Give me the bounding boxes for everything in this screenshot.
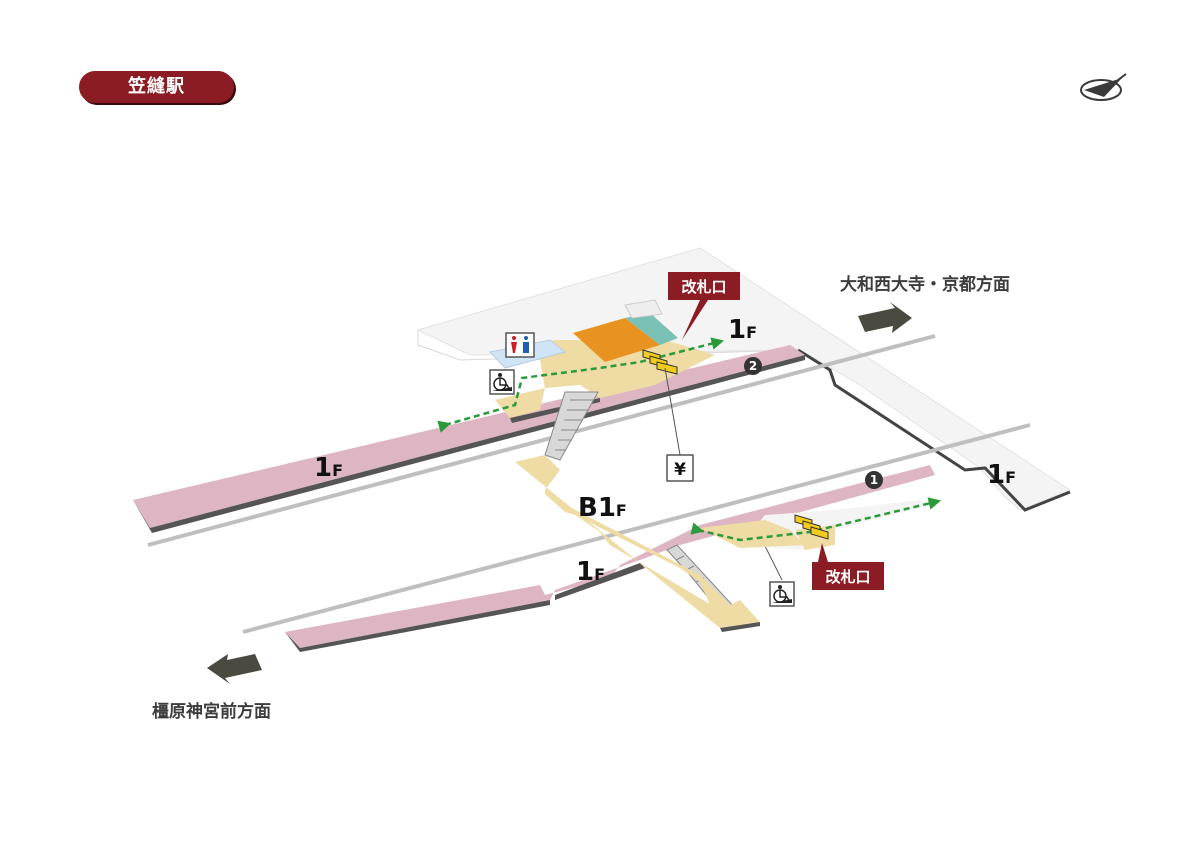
- ticket-machine-icon: ¥: [666, 454, 694, 482]
- ticket-gates-south: [794, 514, 829, 540]
- floor-label-far-right: 1F: [987, 460, 1016, 490]
- direction-north-label: 大和西大寺・京都方面: [840, 275, 1010, 295]
- arrow-icon: [858, 302, 912, 333]
- arrow-icon: [207, 654, 262, 684]
- direction-south-label: 橿原神宮前方面: [152, 702, 271, 722]
- floor-suffix: F: [746, 323, 757, 342]
- rail-tracks: [147, 334, 1031, 634]
- wheelchair-icon: [769, 581, 795, 607]
- floor-num: 1: [314, 453, 332, 483]
- floor-label-upper-right: 1F: [728, 315, 757, 345]
- exit-2-badge: 2: [744, 357, 762, 375]
- yen-symbol: ¥: [674, 460, 686, 480]
- floor-num: B1: [578, 493, 616, 523]
- floor-suffix: F: [332, 461, 343, 480]
- ticket-gates-north: [642, 349, 678, 375]
- station-name-badge: 笠縫駅: [79, 71, 234, 103]
- stairs: [544, 391, 736, 613]
- exit-1-badge: 1: [865, 471, 883, 489]
- exit-2-number: 2: [749, 359, 757, 373]
- upper-platform: [133, 345, 805, 533]
- floor-suffix: F: [616, 501, 627, 520]
- gate-label-north-text: 改札口: [681, 278, 726, 296]
- restroom-icon: [505, 332, 535, 358]
- floor-label-upper-left: 1F: [314, 453, 343, 483]
- floor-num: 1: [987, 460, 1005, 490]
- exit-1-number: 1: [870, 473, 878, 487]
- compass-icon: [1080, 73, 1127, 101]
- floor-suffix: F: [1005, 468, 1016, 487]
- leader-line: [664, 367, 681, 456]
- floor-num: 1: [728, 315, 746, 345]
- gate-label-south-text: 改札口: [825, 568, 870, 586]
- wheelchair-icon: [489, 369, 515, 395]
- basement-concourse: [515, 455, 760, 632]
- floor-label-basement: B1F: [578, 493, 627, 523]
- floor-label-lower: 1F: [576, 557, 605, 587]
- floor-num: 1: [576, 557, 594, 587]
- floor-suffix: F: [594, 565, 605, 584]
- gate-label-south: 改札口: [812, 543, 884, 590]
- gate-label-north: 改札口: [668, 272, 740, 340]
